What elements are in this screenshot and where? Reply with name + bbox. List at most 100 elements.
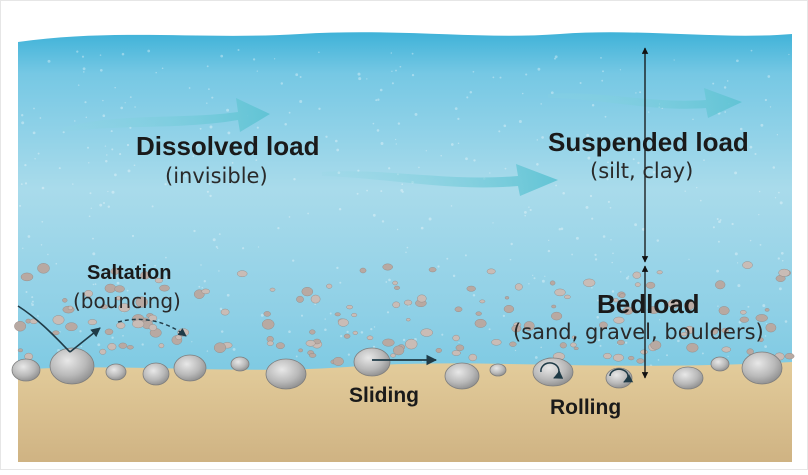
water-speck [575, 236, 579, 240]
water-speck [446, 257, 449, 260]
water-speck [591, 286, 593, 289]
water-speck [739, 127, 743, 131]
water-speck [277, 226, 280, 230]
sediment-particle [275, 342, 285, 350]
water-speck [284, 122, 287, 126]
sediment-particle [343, 333, 351, 339]
water-speck [648, 111, 650, 113]
water-speck [55, 262, 58, 265]
water-speck [218, 233, 221, 235]
water-speck [701, 352, 704, 355]
sediment-particle [52, 315, 65, 325]
sediment-particle [680, 332, 688, 337]
sediment-particle [428, 267, 437, 273]
sediment-particle [382, 263, 393, 271]
sediment-particle [201, 288, 210, 295]
sediment-particle [435, 347, 442, 353]
water-speck [372, 213, 376, 217]
sediment-particle [466, 285, 476, 292]
water-speck [195, 143, 199, 147]
water-speck [41, 186, 45, 190]
water-speck [357, 72, 361, 76]
water-speck [760, 123, 764, 127]
sediment-particle [628, 356, 635, 361]
water-speck [99, 68, 103, 72]
sediment-particle [765, 323, 777, 333]
sediment-particle [474, 318, 487, 328]
water-speck [206, 102, 208, 104]
sediment-particle [475, 311, 482, 316]
sediment-particle [721, 346, 731, 353]
sediment-particle [334, 312, 341, 317]
sediment-particle [37, 263, 50, 274]
boulder [672, 366, 704, 390]
water-speck [227, 131, 231, 135]
boulder [444, 362, 480, 390]
water-speck [610, 239, 612, 241]
saltation-path [17, 305, 71, 353]
sediment-particle [392, 280, 398, 286]
water-speck [237, 48, 240, 52]
water-speck [528, 206, 530, 208]
water-speck [20, 183, 23, 185]
water-speck [147, 49, 151, 53]
water-speck [611, 261, 613, 264]
water-speck [623, 138, 627, 141]
sediment-particle [148, 324, 158, 331]
water-speck [336, 266, 339, 270]
water-speck [47, 253, 49, 256]
water-speck [510, 242, 513, 246]
water-speck [607, 200, 610, 203]
water-speck [216, 247, 219, 249]
sediment-particle [115, 295, 123, 301]
water-speck [396, 228, 399, 231]
sediment-particle [613, 298, 619, 303]
water-speck [41, 220, 44, 223]
water-speck [737, 284, 741, 288]
water-speck [329, 312, 332, 315]
sediment-particle [686, 343, 699, 353]
sediment-particle [406, 318, 411, 322]
water-speck [465, 157, 468, 161]
water-speck [161, 67, 164, 70]
boulder [353, 347, 391, 377]
water-speck [376, 129, 380, 132]
water-speck [99, 203, 103, 207]
sediment-particle [116, 322, 126, 329]
water-speck [155, 71, 157, 74]
water-speck [402, 338, 406, 342]
water-speck [472, 294, 476, 297]
water-speck [288, 111, 291, 114]
water-speck [696, 186, 698, 189]
sliding-label: Sliding [349, 384, 419, 407]
water-speck [772, 166, 776, 169]
water-speck [94, 283, 97, 285]
water-speck [388, 278, 391, 282]
water-speck [232, 347, 236, 351]
water-speck [784, 320, 788, 323]
water-speck [31, 296, 34, 299]
water-speck [295, 355, 298, 358]
sediment-particle [266, 340, 274, 346]
water-speck [21, 114, 24, 117]
sediment-particle [213, 342, 226, 353]
water-speck [749, 145, 753, 149]
sediment-particle [739, 316, 749, 323]
sediment-particle [65, 322, 78, 332]
water-speck [776, 134, 779, 136]
water-speck [219, 307, 223, 311]
sediment-particle [298, 348, 303, 353]
sediment-particle [118, 342, 128, 349]
water-speck [220, 330, 224, 333]
water-speck [193, 229, 196, 233]
water-speck [492, 222, 494, 224]
water-speck [307, 212, 309, 215]
sediment-particle [451, 350, 461, 356]
water-speck [656, 239, 660, 242]
water-speck [31, 300, 34, 303]
sediment-particle [758, 337, 764, 343]
water-speck [77, 84, 80, 86]
sediment-particle [390, 353, 396, 358]
water-speck [33, 107, 35, 110]
water-speck [210, 148, 214, 152]
